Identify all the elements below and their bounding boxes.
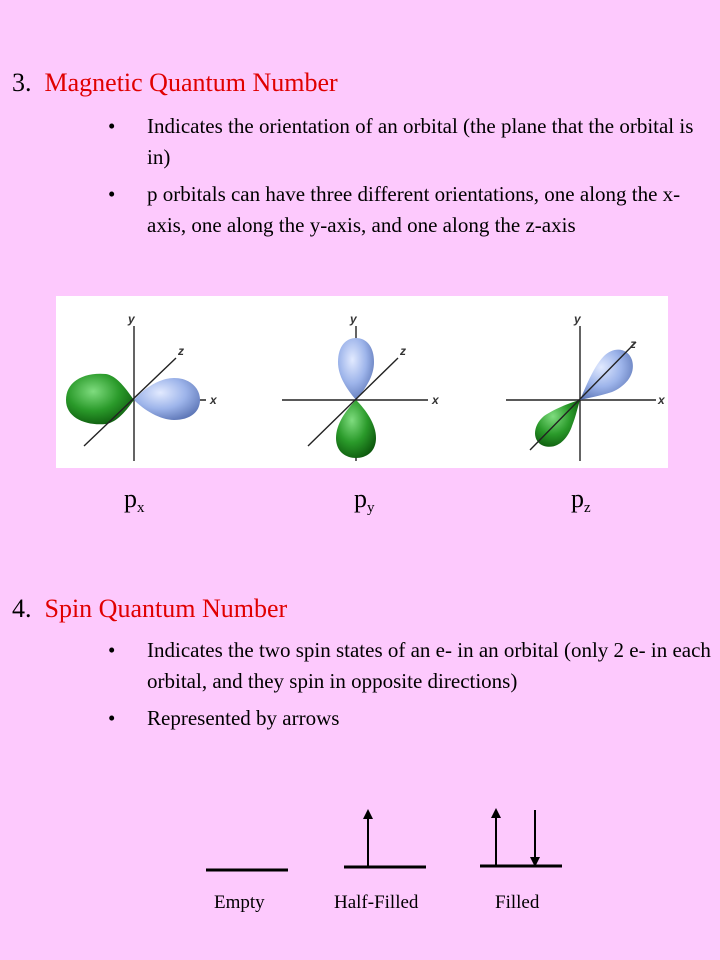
y-axis-label: y	[127, 312, 136, 326]
section-number: 3.	[12, 68, 32, 97]
positive-lobe	[134, 378, 200, 420]
half-filled-orbital	[344, 809, 426, 869]
label-base: p	[354, 484, 367, 513]
bullet-text: Represented by arrows	[147, 706, 340, 730]
z-axis-label: z	[399, 344, 406, 358]
label-subscript: z	[584, 500, 591, 516]
bullet-item: • Indicates the orientation of an orbital…	[108, 111, 714, 173]
pz-label: pz	[571, 484, 591, 517]
y-axis-label: y	[573, 312, 582, 326]
empty-label: Empty	[214, 892, 265, 913]
bullet-item: • Indicates the two spin states of an e- …	[108, 635, 714, 697]
z-axis-line	[83, 357, 177, 447]
section-3-bullets: • Indicates the orientation of an orbital…	[108, 111, 714, 247]
bullet-item: • Represented by arrows	[108, 703, 714, 734]
positive-lobe	[338, 338, 374, 400]
z-axis-label: z	[629, 337, 636, 351]
x-axis-label: x	[657, 393, 666, 407]
section-number: 4.	[12, 594, 32, 623]
py-orbital: y x z	[282, 312, 440, 461]
filled-label: Filled	[495, 892, 540, 913]
y-axis-label: y	[349, 312, 358, 326]
p-orbitals-svg: y x z y x z y x z	[66, 312, 666, 461]
positive-lobe	[580, 349, 633, 400]
z-axis-label: z	[177, 344, 184, 358]
py-label: py	[354, 484, 375, 517]
section-3-heading: 3. Magnetic Quantum Number	[12, 68, 338, 98]
section-title: Spin Quantum Number	[44, 594, 288, 623]
bullet-dot: •	[108, 114, 116, 138]
bullet-item: • p orbitals can have three different ori…	[108, 179, 714, 241]
z-axis-line	[529, 341, 637, 451]
bullet-text: Indicates the two spin states of an e- i…	[147, 638, 711, 693]
label-subscript: x	[137, 500, 145, 516]
x-axis-label: x	[431, 393, 440, 407]
label-subscript: y	[367, 500, 375, 516]
bullet-dot: •	[108, 182, 116, 206]
label-base: p	[124, 484, 137, 513]
bullet-dot: •	[108, 638, 116, 662]
filled-orbital	[480, 808, 562, 868]
orbital-box-diagram	[206, 808, 562, 872]
half-filled-label: Half-Filled	[334, 892, 419, 913]
negative-lobe	[336, 400, 376, 458]
bullet-dot: •	[108, 706, 116, 730]
bullet-text: p orbitals can have three different orie…	[147, 182, 681, 237]
p-orbitals-figure: y x z y x z y x z	[56, 296, 668, 468]
px-label: px	[124, 484, 145, 517]
x-axis-label: x	[209, 393, 218, 407]
section-4-heading: 4. Spin Quantum Number	[12, 594, 287, 624]
bullet-text: Indicates the orientation of an orbital …	[147, 114, 694, 169]
section-title: Magnetic Quantum Number	[44, 68, 338, 97]
negative-lobe	[535, 400, 580, 447]
px-orbital: y x z	[66, 312, 218, 461]
z-axis-line	[307, 357, 399, 447]
pz-orbital: y x z	[506, 312, 666, 461]
section-4-bullets: • Indicates the two spin states of an e- …	[108, 635, 714, 740]
label-base: p	[571, 484, 584, 513]
negative-lobe	[66, 373, 134, 425]
